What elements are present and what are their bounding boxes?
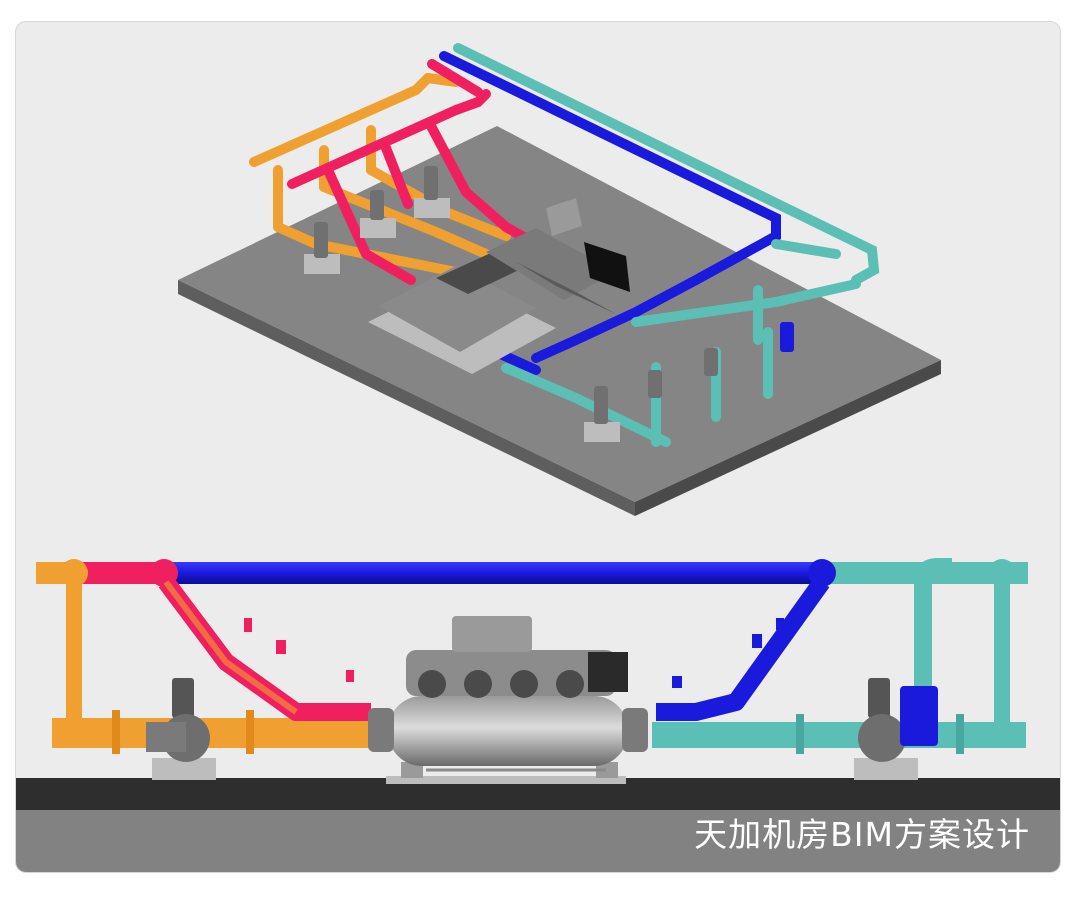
elevation-view <box>16 558 1060 872</box>
chilled-supply-header <box>156 562 828 584</box>
valve-icon <box>112 618 964 754</box>
pump-icon <box>146 678 216 780</box>
caption-title: 天加机房BIM方案设计 <box>694 815 1030 854</box>
floor-slab-side <box>178 280 635 516</box>
chiller-icon <box>368 198 630 374</box>
floor-slab-front <box>635 360 941 516</box>
floor-base <box>16 810 1060 872</box>
chiller-icon <box>368 616 648 784</box>
pump-icon <box>854 678 938 780</box>
isometric-view <box>178 43 941 516</box>
bim-drawing <box>16 43 1060 872</box>
drawing-frame: 天加机房BIM方案设计 <box>16 22 1060 872</box>
cooling-return-pipes <box>287 59 541 285</box>
pump-icon <box>304 166 794 442</box>
cooling-return-header <box>76 562 166 584</box>
